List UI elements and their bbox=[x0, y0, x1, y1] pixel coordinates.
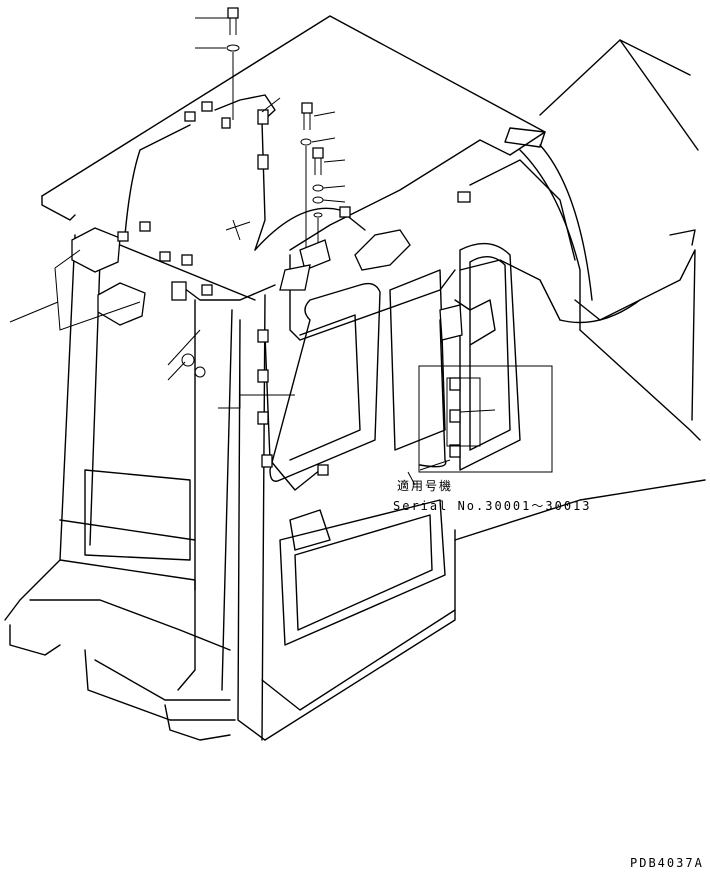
harness-clips bbox=[117, 101, 471, 476]
applicability-serial: Serial No.30001～30013 bbox=[393, 499, 592, 513]
applicability-frame bbox=[418, 365, 553, 473]
applicability-inner-frame bbox=[446, 377, 481, 447]
leader-lines bbox=[9, 17, 496, 486]
rear-body bbox=[454, 39, 706, 541]
applicability-heading: 適用号機 bbox=[397, 479, 454, 493]
roof-harness bbox=[124, 94, 496, 491]
bolt-washer-stack bbox=[181, 7, 331, 378]
cab-frame bbox=[4, 234, 456, 741]
door-window bbox=[59, 242, 521, 646]
roof-lamps bbox=[71, 227, 463, 341]
drawing-code: PDB4037A bbox=[630, 856, 704, 870]
cab-roof bbox=[41, 15, 546, 301]
